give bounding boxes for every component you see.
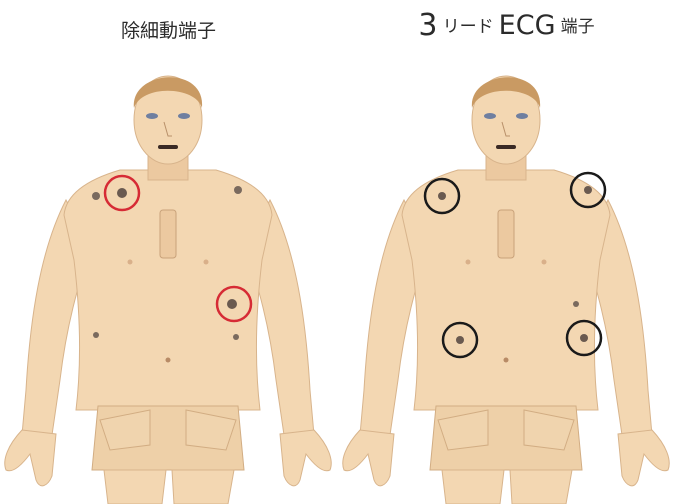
defibrillation-panel: 除細動端子 xyxy=(0,0,337,504)
manikin-figure-ecg xyxy=(338,50,675,504)
ecg-panel: 3 リード ECG 端子 xyxy=(338,0,675,504)
defibrillation-title: 除細動端子 xyxy=(0,16,337,43)
manikin-body xyxy=(343,76,669,504)
manikin-figure-defib xyxy=(0,50,337,504)
manikin-body xyxy=(5,76,331,504)
ecg-title-ecg: ECG xyxy=(499,10,556,41)
ecg-title-number: 3 xyxy=(418,8,437,43)
ecg-title-lead: リード xyxy=(443,17,494,37)
ecg-title: 3 リード ECG 端子 xyxy=(338,8,675,43)
ecg-title-terminal: 端子 xyxy=(561,17,595,37)
